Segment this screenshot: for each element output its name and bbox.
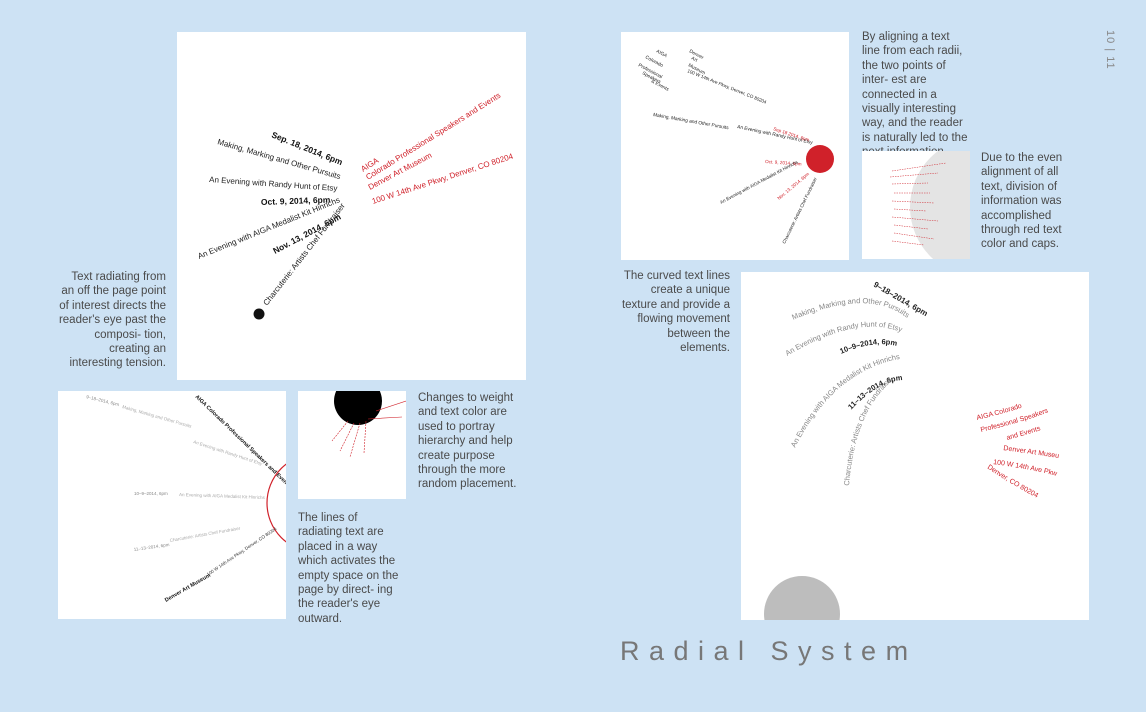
date-num-2: 10–9–2014, 6pm (134, 491, 168, 496)
origin-dot (253, 308, 265, 320)
poster-curved-art: 9–18–2014, 6pm Making, Marking and Other… (741, 272, 1060, 620)
date-num-3: 11–13–2014, 6pm (133, 542, 170, 552)
address-d: 100 W 14th Ave Pkwy, Denver, CO 80204 (687, 68, 768, 105)
text-line-5 (891, 200, 935, 204)
poster-red-dot-art: AIGA Colorado Professional Speakers & Ev… (637, 48, 834, 244)
caption-even: Due to the even alignment of all text, d… (981, 152, 1063, 251)
caption-curved: The curved text lines create a unique te… (621, 270, 730, 355)
grey-semicircle (764, 576, 840, 620)
outline-circle (266, 463, 286, 543)
poster-black-circle (298, 391, 406, 499)
curved-date-2-path: 10–9–2014, 6pm (838, 337, 898, 356)
curved-date-2: 10–9–2014, 6pm (838, 337, 898, 356)
red-line-5 (349, 422, 361, 458)
poster-grey-arc-art (889, 151, 970, 259)
curved-red-group: AIGA Colorado Professional Speakers and … (741, 272, 1060, 500)
talk-3-d: An Evening with AIGA Medalist Kit Hinric… (719, 159, 799, 205)
poster-grey-arc (862, 151, 970, 259)
red-dot (806, 145, 834, 173)
org-header: AIGA Colorado Professional Speakers and … (194, 394, 286, 489)
black-circle (334, 391, 382, 425)
poster-radiating-circle: AIGA Colorado Professional Speakers and … (58, 391, 286, 619)
poster-radiating-circle-art: AIGA Colorado Professional Speakers and … (86, 394, 286, 604)
caption-weight: Changes to weight and text color are use… (418, 392, 517, 491)
poster-red-dot: AIGA Colorado Professional Speakers & Ev… (621, 32, 849, 260)
text-line-10 (891, 240, 925, 246)
caption-radiating: Text radiating from an off the page poin… (58, 271, 166, 370)
text-line-3 (891, 182, 929, 185)
curved-talk-3-path: An Evening with AIGA Medalist Kit Hinric… (789, 352, 901, 449)
talk-1-d: Making, Marking and Other Pursuits (653, 112, 730, 131)
aiga-stack: AIGA Colorado Professional Speakers & Ev… (637, 48, 670, 93)
text-line-9 (893, 232, 935, 240)
poster-black-circle-art (331, 391, 406, 458)
date-2: Oct. 9, 2014, 6pm (261, 195, 331, 207)
red-line-1 (375, 400, 406, 412)
curved-red-3: and Events (1006, 425, 1042, 442)
red-line-4 (339, 422, 355, 452)
talk-1-b: Making, Marking and Other Pursuits (122, 404, 193, 429)
section-title: Radial System (620, 636, 918, 666)
text-line-group (889, 162, 947, 246)
red-line-6 (363, 420, 367, 454)
stack-aiga-1: AIGA (655, 48, 669, 59)
text-line-7 (891, 216, 939, 222)
text-line-6 (893, 208, 927, 212)
date-num-1: 9–18–2014, 6pm (86, 394, 120, 407)
venue-header: Denver Art Museum (164, 573, 212, 604)
stack-dam-2: Art (690, 55, 699, 63)
text-line-8 (893, 224, 929, 230)
talk-4-d: Charcuterie: Artists Chef Fundraiser (781, 176, 818, 244)
curved-talk-3: An Evening with AIGA Medalist Kit Hinric… (789, 352, 901, 449)
curved-red-3-path: and Events (1006, 425, 1042, 442)
grey-arc (910, 151, 970, 259)
text-line-1 (891, 162, 947, 172)
red-line-3 (331, 420, 349, 442)
caption-lines: The lines of radiating text are placed i… (298, 512, 399, 625)
date-alt-2: Oct. 9, 2014, 6pm (765, 159, 802, 167)
talk-2: An Evening with Randy Hunt of Etsy (209, 175, 338, 193)
text-line-2 (889, 172, 939, 178)
talk-4-b: Charcuterie: Artists Chef Fundraiser (169, 526, 241, 543)
talk-3-b: An Evening with AIGA Medalist Kit Hinric… (179, 492, 266, 500)
poster-curved: 9–18–2014, 6pm Making, Marking and Other… (741, 272, 1089, 620)
caption-aligning: By aligning a text line from each radii,… (862, 31, 968, 158)
red-line-2 (367, 416, 403, 420)
poster-radiating-main: Sep. 18, 2014, 6pm Making, Marking and O… (177, 32, 526, 380)
page-number: 10 | 11 (1104, 30, 1116, 70)
poster-radiating-main-art: Sep. 18, 2014, 6pm Making, Marking and O… (196, 91, 515, 320)
